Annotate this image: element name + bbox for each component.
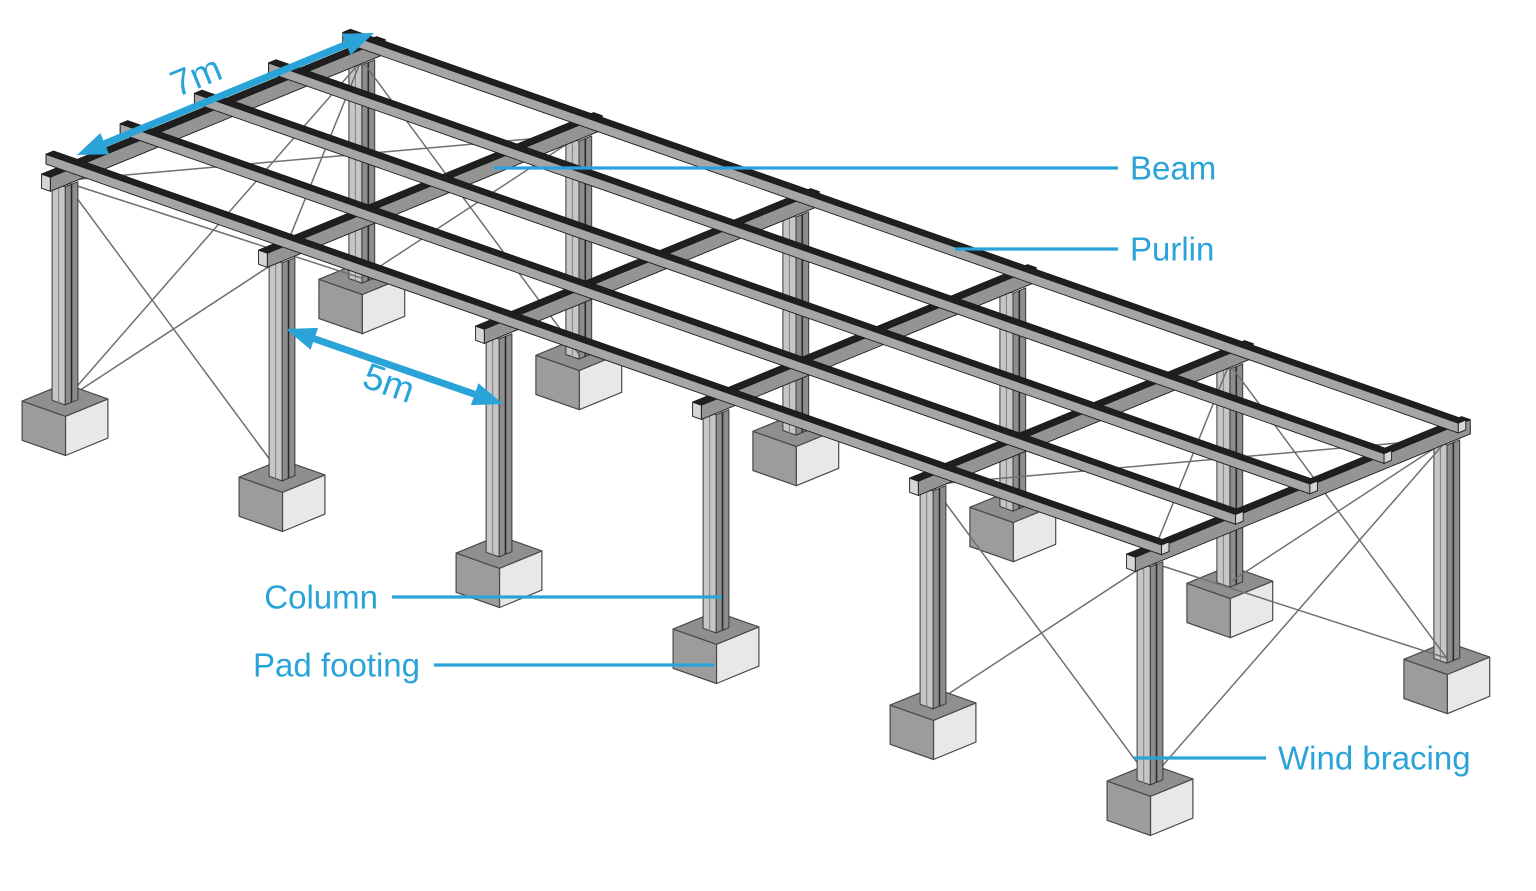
face: [470, 383, 503, 406]
span-dimension-arrow-shaft: [97, 38, 354, 150]
pad-footing-label: Pad footing: [253, 647, 420, 684]
face: [341, 33, 374, 55]
column: [1136, 561, 1164, 786]
face: [45, 153, 1162, 556]
wind-brace: [64, 257, 283, 401]
face: [342, 28, 1467, 424]
purlin: [268, 59, 1393, 464]
purlin: [45, 150, 1170, 556]
column: [702, 409, 730, 634]
purlin: [193, 89, 1318, 495]
wind-brace: [932, 561, 1151, 705]
bay-dimension-text: 5m: [358, 355, 420, 411]
pad-footing: [672, 611, 760, 685]
front-foundations: [21, 181, 1194, 837]
wind-bracing-set: [64, 58, 1448, 781]
wind-brace: [1229, 439, 1448, 583]
face: [45, 150, 1170, 546]
pad-footing: [455, 535, 543, 609]
bay-dimension-arrow-shaft: [307, 333, 482, 400]
face: [268, 59, 1393, 455]
purlin: [119, 120, 1244, 525]
column: [1433, 439, 1461, 664]
pad-footing: [238, 459, 326, 533]
wind-brace: [64, 59, 363, 401]
column: [485, 333, 513, 558]
column: [268, 257, 296, 482]
purlins: [45, 28, 1467, 556]
purlin-label: Purlin: [1130, 231, 1214, 268]
pad-footing: [1106, 763, 1194, 837]
beam-label: Beam: [1130, 150, 1216, 187]
column-label: Column: [264, 579, 378, 616]
wind-bracing-label: Wind bracing: [1278, 740, 1471, 777]
column: [919, 485, 947, 710]
face: [268, 62, 1385, 464]
face: [286, 327, 319, 350]
wind-brace: [1149, 439, 1448, 781]
purlin: [342, 28, 1467, 434]
face: [119, 120, 1244, 515]
face: [193, 89, 1318, 485]
face: [77, 133, 110, 155]
column: [51, 181, 79, 406]
